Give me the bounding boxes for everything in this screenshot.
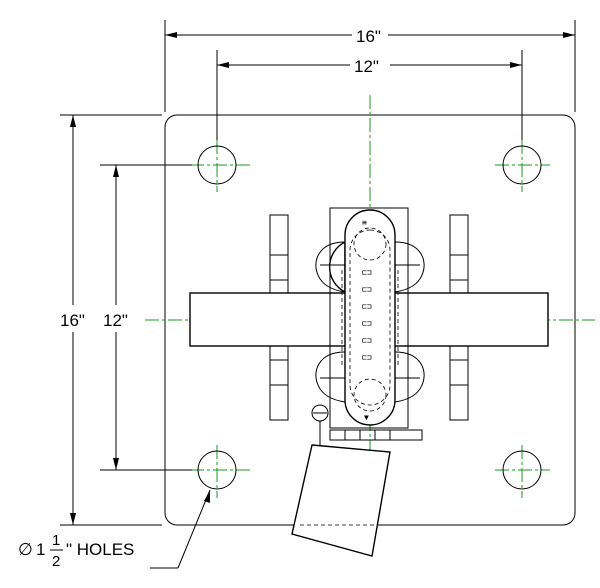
dimension-hole-spacing-horizontal	[216, 50, 523, 140]
dimension-label-hole-spacing-horizontal: 12"	[354, 57, 379, 76]
lock-pin-and-tag	[291, 404, 423, 557]
clamp-assembly: ≡ ⊏⊐ ⊏⊐ ⊏⊐ ⊏⊐ ⊏⊐ ⊏⊐ ▼	[315, 207, 425, 429]
svg-text:⊏⊐: ⊏⊐	[362, 319, 372, 328]
mounting-hole-top-left	[197, 145, 237, 185]
svg-text:⊏⊐: ⊏⊐	[362, 285, 372, 294]
mounting-hole-bottom-left	[197, 450, 237, 490]
mounting-hole-bottom-right	[502, 450, 542, 490]
dimension-label-plate-width: 16"	[356, 27, 381, 46]
svg-text:≡: ≡	[362, 218, 367, 227]
hole-callout-leader	[150, 489, 211, 569]
hole-callout-frac-num: 1	[52, 532, 60, 549]
hole-callout-whole: 1	[36, 540, 45, 559]
dimension-hole-spacing-vertical	[100, 164, 192, 471]
svg-text:⊏⊐: ⊏⊐	[362, 302, 372, 311]
hole-callout-suffix: " HOLES	[66, 540, 134, 559]
svg-text:⊏⊐: ⊏⊐	[362, 353, 372, 362]
dimension-plate-height	[60, 114, 162, 526]
dimension-label-hole-spacing-vertical: 12"	[103, 311, 128, 330]
hole-callout: ∅ 1 1 2 " HOLES	[18, 532, 134, 570]
svg-text:⊏⊐: ⊏⊐	[362, 268, 372, 277]
diameter-symbol: ∅	[18, 540, 33, 559]
svg-text:⊏⊐: ⊏⊐	[362, 336, 372, 345]
mounting-hole-top-right	[502, 145, 542, 185]
hole-callout-frac-den: 2	[52, 553, 60, 570]
dimension-label-plate-height: 16"	[60, 311, 85, 330]
svg-text:▼: ▼	[364, 413, 369, 422]
dimension-plate-width	[164, 20, 576, 112]
